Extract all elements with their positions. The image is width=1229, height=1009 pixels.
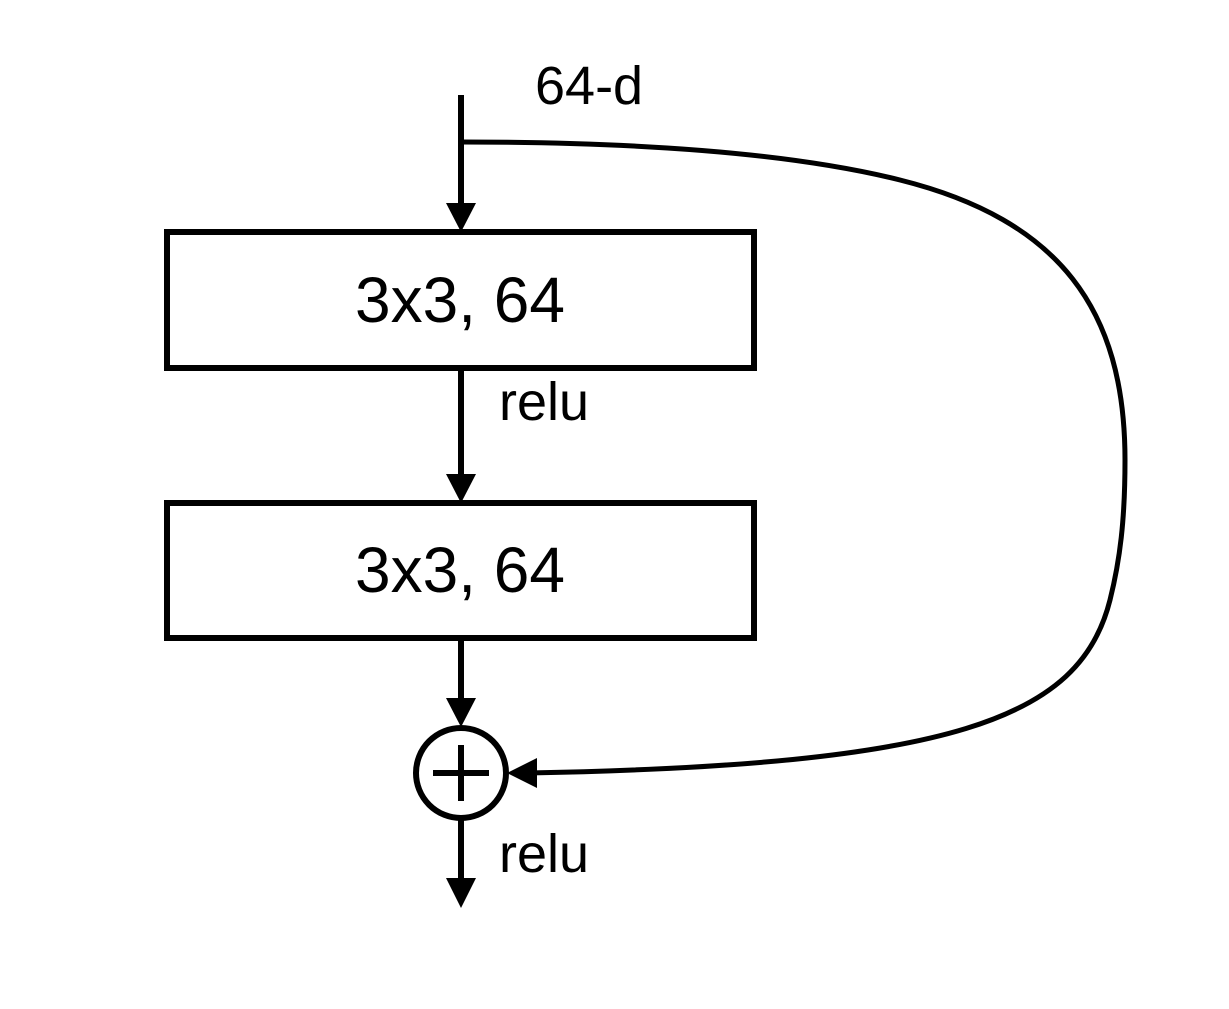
relu-label-2: relu xyxy=(499,824,589,884)
addition-node xyxy=(413,725,509,821)
arrowhead-skip-to-add xyxy=(507,758,537,788)
arrowhead-input-to-layer1 xyxy=(446,203,476,232)
conv-layer-2-label: 3x3, 64 xyxy=(355,534,565,606)
arrowhead-layer2-to-add xyxy=(446,698,476,727)
skip-connection-curve xyxy=(460,139,1128,776)
conv-layer-2 xyxy=(164,500,757,641)
arrowhead-output xyxy=(446,878,476,908)
arrowhead-layer1-to-layer2 xyxy=(446,474,476,503)
relu-label-1: relu xyxy=(499,372,589,432)
input-dimension-label: 64-d xyxy=(535,56,643,116)
conv-layer-1-label: 3x3, 64 xyxy=(355,264,565,336)
